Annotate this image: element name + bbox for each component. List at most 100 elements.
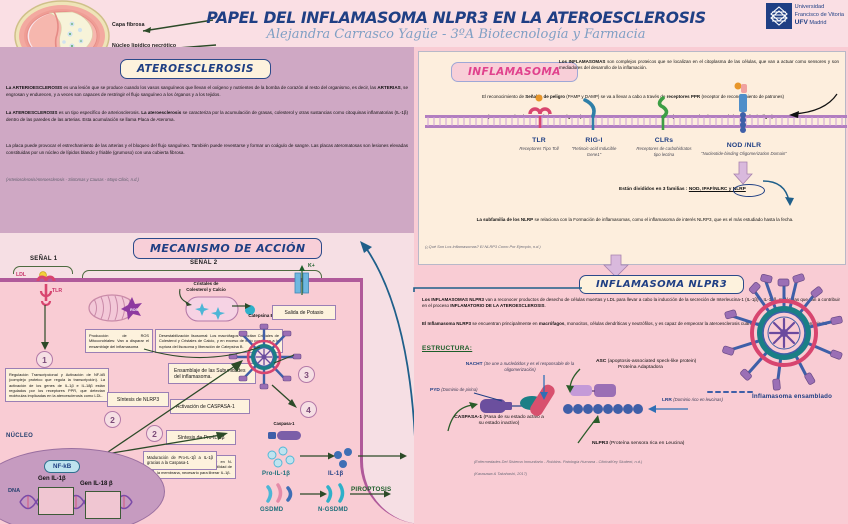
clr-receptor-icon xyxy=(657,96,669,130)
label-capa-fibrosa: Capa fibrosa xyxy=(112,22,145,28)
n-gsdmd-label: N-GSDMD xyxy=(318,507,349,513)
atherosclerosis-section: ATEROESCLEROSIS La ARTERIOESCLEROSIS es … xyxy=(0,47,414,187)
caspase1-icon xyxy=(268,431,301,440)
nlrp-subfamily-paragraph: La subfamilia de los NLRP se relaciona c… xyxy=(476,217,794,222)
assembled-inflammasome-illustration xyxy=(722,273,843,391)
receptor-name-rig1: RIG-I xyxy=(585,137,603,144)
catepsina-b-label: Catepsina B xyxy=(248,313,274,318)
nlrp3-paragraph-2: El Inflamasoma NLRP3 se encuentran princ… xyxy=(422,321,828,326)
signal-2-label: SEÑAL 2 xyxy=(190,260,218,266)
il1b-maturation-arrow xyxy=(300,452,335,460)
gene-box-il18b xyxy=(85,491,121,519)
nlrp3-heading: INFLAMASOMA NLPR3 xyxy=(579,275,745,294)
asc-label: ASC (apoptosis-associated speck-like pro… xyxy=(596,359,697,371)
receptor-sub-clrs: Receptores de carbohidratos tipo lectina xyxy=(636,146,692,157)
nlrp3-citation-2: (Karasawa & Takahashi, 2017) xyxy=(474,471,528,476)
receptor-name-tlr: TLR xyxy=(532,137,546,144)
atherosclerosis-paragraph-2: La ATEROESCLEROSIS es un tipo específico… xyxy=(6,110,408,122)
atherosclerosis-paragraph-3: La placa puede provocar el estrechamient… xyxy=(6,143,408,155)
down-block-arrow xyxy=(733,161,753,185)
nlrp3-paragraph-1: Los INFLAMASOMAS NLPR3 van a reconocer p… xyxy=(422,297,840,309)
mitochondria-icon: ROS xyxy=(88,294,142,322)
inflammasome-citation: (¿Qué Son Los Inflamasomas? El NLRP3 Com… xyxy=(425,244,541,249)
nucleus-label: NÚCLEO xyxy=(6,433,34,439)
step-circle-4: 4 xyxy=(300,401,317,418)
gsdmd-label: GSDMD xyxy=(260,507,284,513)
pyd-label: PYD (Dominio de pirina) xyxy=(430,387,478,393)
membrane-outer-leaflet xyxy=(425,115,847,118)
page-title: PAPEL DEL INFLAMASOMA NLPR3 EN LA ATEROE… xyxy=(206,9,706,27)
step-circle-1: 1 xyxy=(36,351,53,368)
nfkb-badge: NF-kB xyxy=(44,460,81,473)
caspasa1-struct-label: CASPASA-1 (Pasa de su estado activo a su… xyxy=(454,415,544,427)
caspasa1-label: Caspasa-1 xyxy=(273,421,295,426)
university-logo: Universidad Francisco de Vitoria UFV Mad… xyxy=(765,3,844,29)
signal-1-label: SEÑAL 1 xyxy=(30,256,58,262)
inflammasome-section: INFLAMASOMA Los INFLAMASOMAS son complej… xyxy=(418,51,847,265)
logo-line-3: UFV Madrid xyxy=(794,19,827,27)
step-circle-2a: 2 xyxy=(104,411,121,428)
rig1-receptor-icon xyxy=(583,98,596,130)
assembly-arrow-3 xyxy=(273,354,295,364)
inflammasome-assembly-icon xyxy=(228,323,302,390)
pointer-arrow-capa-fibrosa xyxy=(142,19,214,33)
cell-membrane-line xyxy=(0,278,414,282)
right-column: INFLAMASOMA Los INFLAMASOMAS son complej… xyxy=(413,47,848,524)
step-circle-2b: 2 xyxy=(146,425,163,442)
feedback-loop-arrow xyxy=(360,241,414,438)
nlrp3-section: INFLAMASOMA NLPR3 Los INFLAMASOMAS NLPR3… xyxy=(413,254,848,524)
damp-curve-arrow xyxy=(789,93,838,118)
signal-2-brace xyxy=(82,270,322,278)
catepsina-arrow xyxy=(232,303,251,309)
tlr-to-nucleus-arrow xyxy=(41,305,49,350)
structure-heading: ESTRUCTURA: xyxy=(422,345,473,352)
il1b-icon xyxy=(334,448,352,468)
lrr-repeat-icon xyxy=(707,391,753,393)
cristales-arrow xyxy=(179,288,192,306)
logo-line-2: Francisco de Vitoria xyxy=(794,11,844,18)
gsdmd-cleavage-arrow xyxy=(300,490,327,498)
atherosclerosis-heading: ATEROESCLEROSIS xyxy=(120,59,271,79)
membrane-lipids xyxy=(427,117,843,126)
nlrp3-structure-diagram xyxy=(447,368,688,444)
author-subtitle: Alejandra Carrasco Yagüe - 3ºA Biotecnol… xyxy=(266,27,646,42)
atherosclerosis-citation: (Arteriosclerosis/Ateroesclerosis - Sínt… xyxy=(6,177,139,182)
piroptosis-label: PIROPTOSIS xyxy=(351,486,392,493)
gene-box-il1b xyxy=(38,487,74,515)
assembly-arrow-4 xyxy=(271,384,297,408)
chip-maduracion-il1b: Maduración de Pro-IL-1β a IL-1β gracias … xyxy=(143,451,217,470)
nacht-label: NACHT (Se une a nucleótidos y es el resp… xyxy=(465,361,575,372)
nlrp-highlight-ellipse xyxy=(733,184,765,197)
receptor-name-nod-nlr: NOD /NLR xyxy=(726,142,762,149)
logo-line-1: Universidad xyxy=(794,4,825,11)
logo-text: Universidad Francisco de Vitoria UFV Mad… xyxy=(795,4,844,27)
left-column: ATEROESCLEROSIS La ARTERIOESCLEROSIS es … xyxy=(0,47,414,524)
plasma-membrane xyxy=(425,115,847,128)
gene-il18b-label: Gen IL-18 β xyxy=(80,481,113,487)
salida-potasio-chip: Salida de Potasio xyxy=(272,305,336,320)
il1b-release-arrow xyxy=(358,452,407,460)
families-line: Están divididos en 3 familias : NOD, IPA… xyxy=(619,187,746,192)
nlrp-pointer-arrow xyxy=(762,180,794,206)
tlr-receptor-icon xyxy=(36,271,56,307)
potassium-label: K+ xyxy=(308,263,315,269)
nucleus-to-proil-arrow xyxy=(99,432,228,456)
step-circle-3: 3 xyxy=(298,366,315,383)
tlr-label: TLR xyxy=(52,288,63,294)
lrr-label: LRR (Dominio rico en leucinas) xyxy=(662,397,723,403)
inflammasome-intro: Los INFLAMASOMAS son complejos proteicos… xyxy=(559,59,839,71)
ufv-logo-icon xyxy=(765,3,792,29)
nod-nlr-receptor-icon xyxy=(734,82,747,133)
nlrp3-struct-label: NLPR3 (Proteína sensora rica en Leucina) xyxy=(592,441,685,446)
inflammasome-heading: INFLAMASOMA xyxy=(451,62,578,82)
tlr-receptor-right-icon xyxy=(528,94,552,128)
assembled-inflammasome-label: Inflamasoma ensamblado xyxy=(752,393,833,400)
label-nucleo-lipidico: Núcleo lipídico necrótico xyxy=(112,43,177,49)
receptor-sub-rig1: "Retinoic-acid Inducible Gene1" xyxy=(571,146,617,157)
chip-activacion-caspasa: Activación de CASPASA-1 xyxy=(170,399,250,414)
gsdmd-icon xyxy=(266,483,293,503)
mechanism-section: MECANISMO DE ACCIÓN SEÑAL 1 SEÑAL 2 LDL … xyxy=(0,233,414,524)
mechanism-heading: MECANISMO DE ACCIÓN xyxy=(133,238,323,259)
